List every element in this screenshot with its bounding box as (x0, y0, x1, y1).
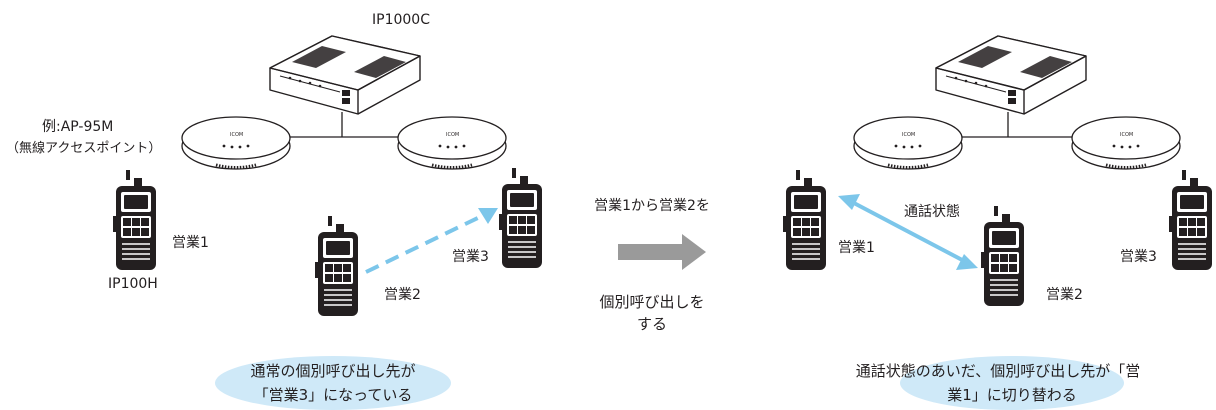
pending-call-link (365, 212, 487, 274)
controller-label: IP1000C (372, 12, 430, 28)
access-point-label-sub: （無線アクセスポイント） (6, 140, 161, 156)
middle-transition: 営業1から営業2を 個別呼び出しを する (594, 198, 710, 333)
caption-line-1: 通話状態のあいだ、個別呼び出し先が「営 (856, 362, 1141, 380)
access-point-icon (1070, 115, 1182, 171)
caption-bubble (900, 356, 1124, 410)
controller-device-icon (269, 35, 421, 115)
access-point-icon (396, 115, 508, 171)
call-link-arrowhead (956, 254, 978, 270)
caption-line-2: 業1」に切り替わる (947, 386, 1077, 404)
call-link-arrowhead (478, 208, 498, 224)
radio-model-label: IP100H (108, 276, 158, 292)
radio-3-icon (1168, 169, 1213, 271)
radio-2-icon (314, 215, 359, 317)
transition-bottom-line-2: する (637, 315, 667, 333)
radio-1-label: 営業1 (838, 240, 875, 256)
radio-3-label: 営業3 (452, 249, 489, 265)
radio-2-label: 営業2 (1046, 287, 1083, 303)
access-point-icon (180, 115, 292, 171)
radio-2-icon (980, 205, 1025, 307)
transition-top-text: 営業1から営業2を (594, 198, 710, 214)
caption-line-1: 通常の個別呼び出し先が (250, 362, 415, 380)
radio-3-icon (498, 167, 543, 269)
radio-1-icon (112, 169, 157, 271)
access-point-icon (852, 115, 964, 171)
radio-2-label: 営業2 (384, 287, 421, 303)
right-scene: 営業1 営業2 営業3 通話状態 通話状態のあいだ、個別呼び出し先が「営 業1」… (782, 35, 1213, 410)
controller-device-icon (935, 35, 1087, 115)
caption-line-2: 「営業3」になっている (254, 386, 413, 404)
call-link-arrowhead (838, 194, 860, 210)
transition-bottom-line-1: 個別呼び出しを (599, 293, 704, 311)
transition-arrow-icon (618, 234, 706, 270)
access-point-label: 例:AP-95M (42, 119, 113, 135)
radio-1-label: 営業1 (172, 235, 209, 251)
radio-3-label: 営業3 (1120, 249, 1157, 265)
call-state-label: 通話状態 (904, 203, 960, 220)
radio-1-icon (782, 169, 827, 271)
active-call-link (851, 200, 967, 264)
caption-bubble (215, 356, 451, 410)
left-scene: IP1000C 例:AP-95M （無線アクセスポイント） 営業1 IP100H… (6, 12, 543, 410)
